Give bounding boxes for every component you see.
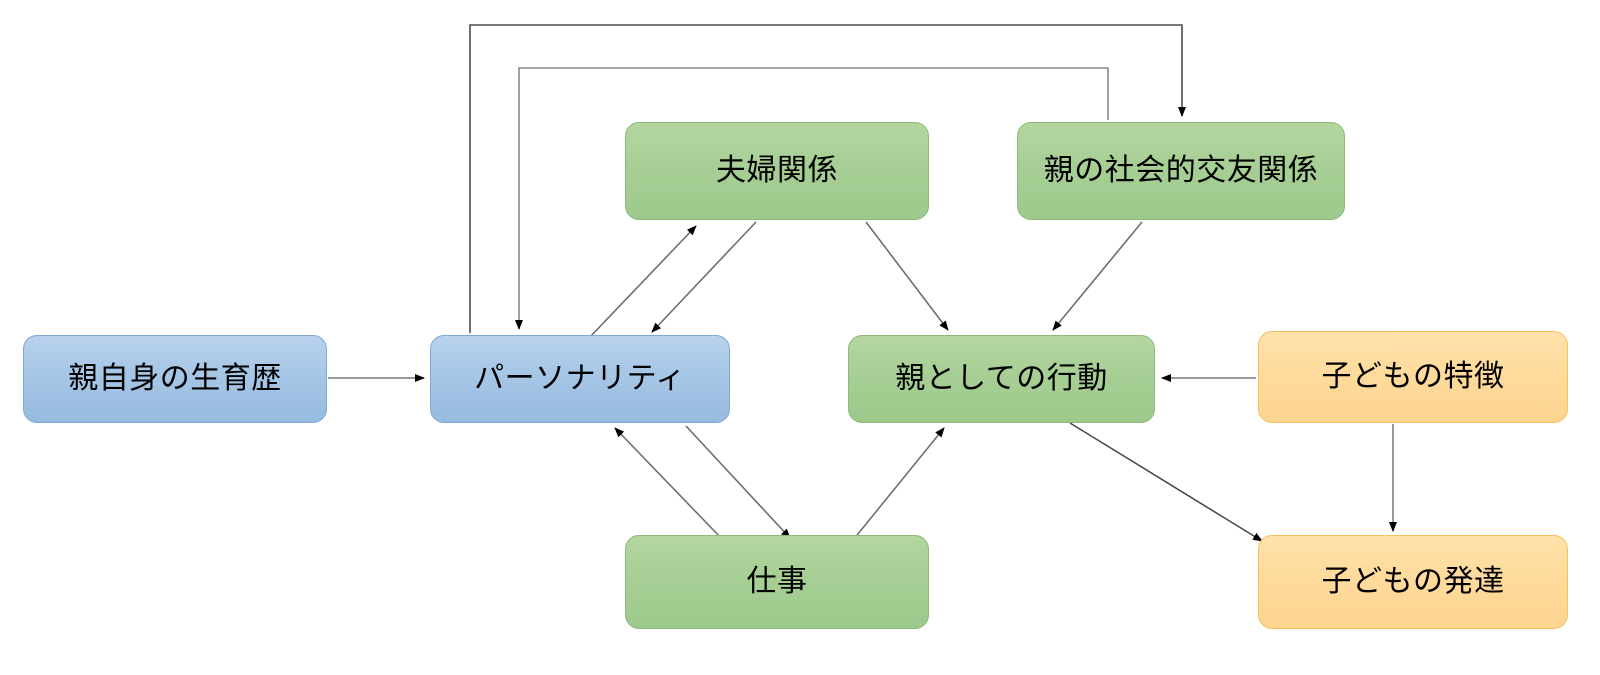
node-personality[interactable]: パーソナリティ: [430, 335, 730, 423]
node-parenting-behavior[interactable]: 親としての行動: [848, 335, 1155, 423]
edge-parent-social-friendship-to-parenting-behavior: [1052, 221, 1143, 331]
edge-marital-relationship-to-personality: [651, 221, 757, 333]
edge-personality-to-work: [685, 425, 791, 539]
edge-parenting-behavior-to-child-development: [1069, 422, 1263, 542]
node-label: 親自身の生育歴: [68, 362, 282, 395]
node-child-development[interactable]: 子どもの発達: [1258, 535, 1568, 629]
node-label: 子どもの発達: [1321, 565, 1505, 598]
edge-work-to-personality: [614, 427, 724, 541]
node-label: 夫婦関係: [716, 154, 838, 187]
node-marital-relationship[interactable]: 夫婦関係: [625, 122, 929, 220]
node-work[interactable]: 仕事: [625, 535, 929, 629]
node-label: 仕事: [746, 565, 808, 598]
edge-personality-to-marital-relationship: [588, 225, 697, 339]
node-label: 親としての行動: [895, 362, 1108, 395]
node-label: 子どもの特徴: [1321, 360, 1505, 393]
edge-marital-relationship-to-parenting-behavior: [865, 221, 949, 331]
edge-work-to-parenting-behavior: [848, 427, 945, 546]
node-parent-upbringing[interactable]: 親自身の生育歴: [23, 335, 327, 423]
node-label: パーソナリティ: [474, 362, 686, 395]
node-child-characteristics[interactable]: 子どもの特徴: [1258, 331, 1568, 423]
node-label: 親の社会的交友関係: [1043, 154, 1319, 187]
node-parent-social-friendship[interactable]: 親の社会的交友関係: [1017, 122, 1345, 220]
